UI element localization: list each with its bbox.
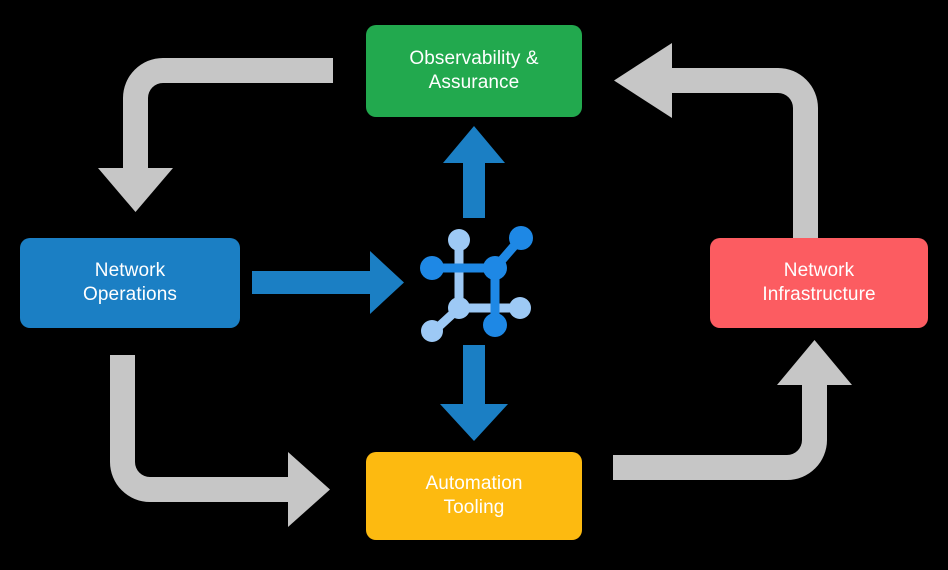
arrow-observability-to-operations (98, 58, 333, 212)
box-network-infrastructure-label: Network Infrastructure (762, 259, 876, 305)
box-network-infrastructure[interactable]: Network Infrastructure (710, 238, 928, 328)
arrow-infrastructure-to-observability (614, 43, 818, 238)
arrow-center-to-observability (443, 126, 505, 218)
box-network-operations-label: Network Operations (83, 259, 177, 305)
arrow-operations-to-automation (110, 355, 330, 527)
box-observability-assurance[interactable]: Observability & Assurance (366, 25, 582, 117)
arrow-automation-to-infrastructure (613, 340, 852, 480)
box-automation-tooling[interactable]: Automation Tooling (366, 452, 582, 540)
arrow-operations-to-center (252, 251, 404, 314)
box-automation-tooling-label: Automation Tooling (425, 472, 523, 518)
arrow-center-to-automation (440, 345, 508, 441)
box-observability-assurance-label: Observability & Assurance (409, 47, 539, 93)
box-network-operations[interactable]: Network Operations (20, 238, 240, 328)
